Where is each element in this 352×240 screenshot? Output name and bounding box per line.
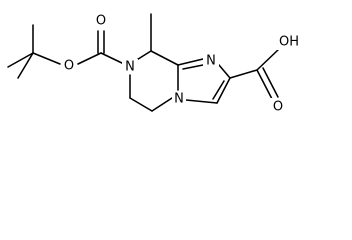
molecule-drawing: O O N N N O OH [7, 13, 303, 115]
bond-c2-to-c3-double-b [212, 80, 225, 100]
bond-c2-to-c3-double-a [216, 77, 231, 104]
bond-tbu-to-oxygen [32, 52, 61, 65]
bond-c2-to-acid-carbon [229, 69, 258, 79]
bond-tbu-methyl-bottom [17, 52, 34, 79]
atom-label-background [203, 53, 219, 69]
bond-n4-to-c5 [151, 97, 173, 112]
atom-acid-carbonyl-oxygen: O [270, 98, 286, 115]
bond-acid-carbon-to-hydroxyl [256, 48, 280, 71]
atom-ester-oxygen: O [61, 58, 76, 74]
acid-carbonyl-oxygen-label: O [273, 100, 283, 115]
atom-label-background [93, 13, 109, 28]
atom-ring-nitrogen-7: N [122, 59, 138, 75]
atom-label-background [61, 58, 76, 73]
ring-nitrogen-4-label: N [174, 92, 184, 107]
atom-boc-carbonyl-oxygen: O [93, 13, 109, 29]
bond-acid-carbonyl-double-a [256, 69, 273, 100]
atom-ring-nitrogen-4: N [172, 91, 186, 107]
bond-c8-to-c8a [150, 50, 179, 66]
structure-diagram: O O N N N O OH [7, 13, 303, 115]
bond-c8a-to-n1-double-a [177, 58, 204, 66]
atom-label-background [275, 34, 303, 50]
bond-acid-carbonyl-double-b [262, 67, 279, 98]
atom-label-background [122, 59, 138, 74]
bond-tbu-methyl-left [7, 52, 34, 68]
ring-nitrogen-7-label: N [125, 60, 135, 75]
atom-imidazole-nitrogen-1: N [203, 53, 219, 69]
bond-oxygen-to-carbonyl [77, 52, 102, 65]
bond-c3-to-n4 [185, 99, 218, 104]
atom-label-background [270, 98, 286, 114]
atom-label-background [172, 91, 186, 105]
ester-oxygen-label: O [64, 59, 74, 74]
bond-n1-to-c2 [218, 64, 231, 79]
bond-c5-to-c6 [129, 97, 153, 112]
imidazole-nitrogen-1-label: N [206, 54, 216, 69]
acid-hydroxyl-label: OH [279, 35, 299, 50]
atom-acid-hydroxyl: OH [275, 34, 303, 50]
bond-c8a-to-n1-double-b [182, 64, 204, 70]
boc-carbonyl-oxygen-label: O [96, 14, 106, 29]
bond-carbonyl-to-nitrogen [100, 52, 125, 65]
